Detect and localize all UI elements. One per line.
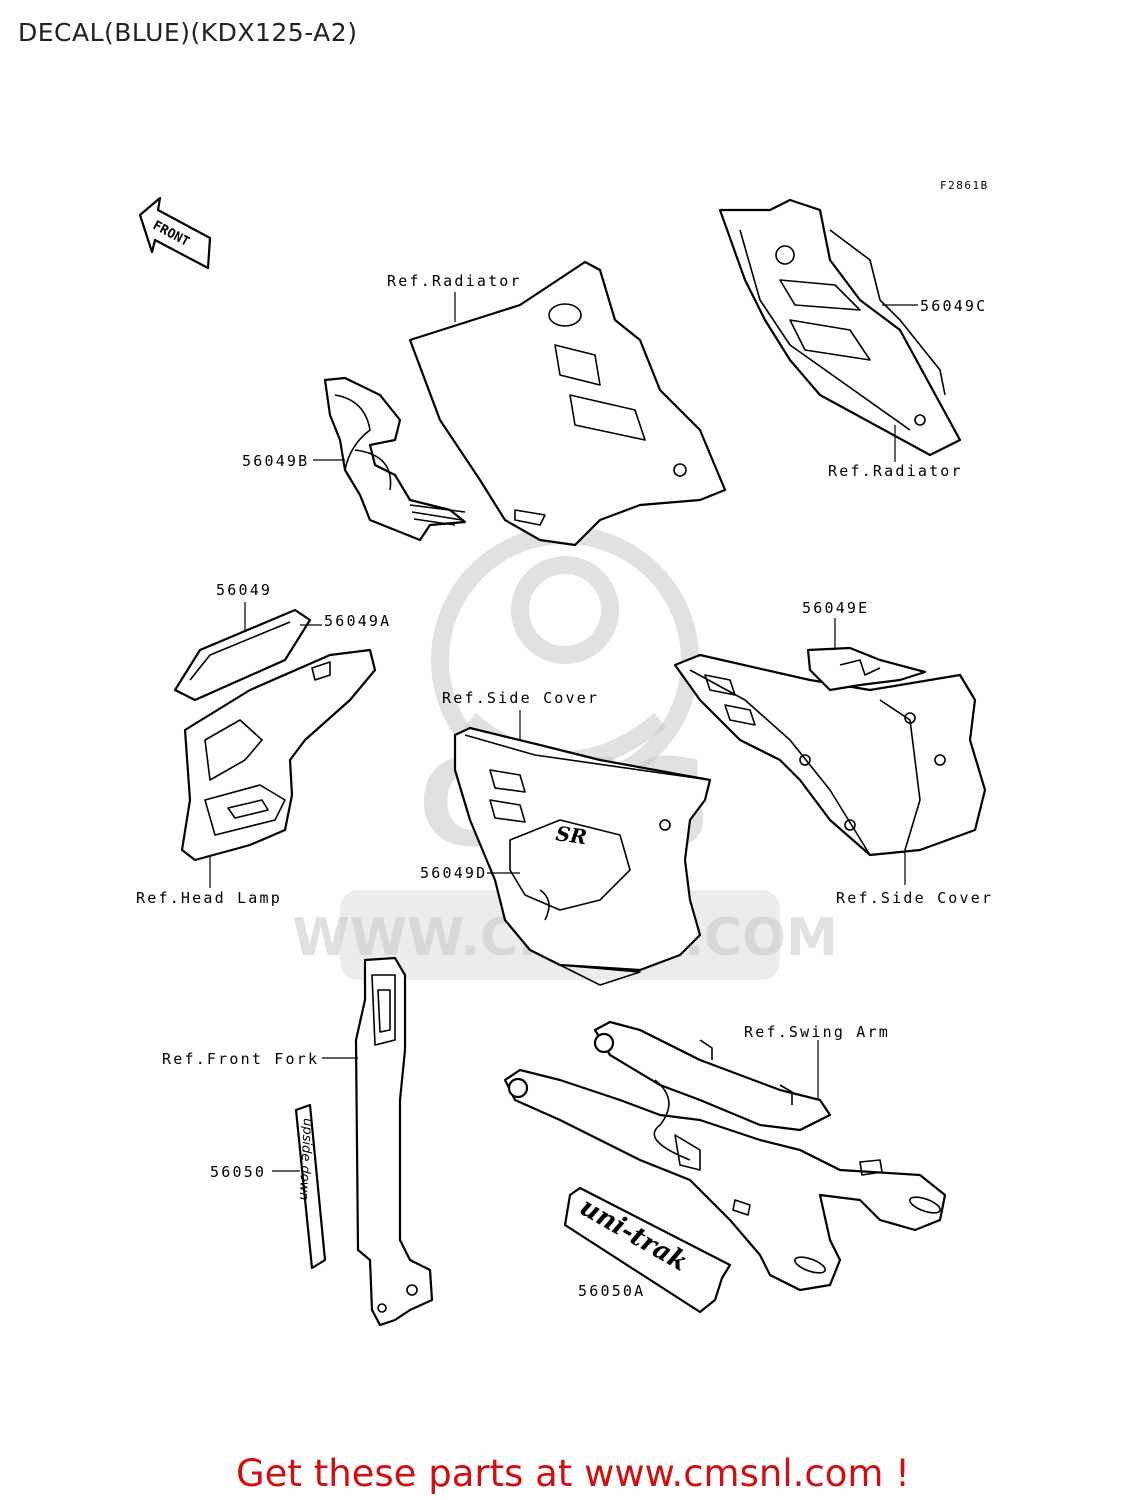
decal-sr-text: SR [554, 821, 588, 849]
label-ref-side-cover-right: Ref.Side Cover [836, 889, 993, 907]
label-ref-head-lamp: Ref.Head Lamp [136, 889, 282, 907]
decal-56049E [806, 646, 927, 692]
decal-56050A [563, 1186, 732, 1314]
label-56049E: 56049E [802, 599, 869, 617]
decal-56049 [173, 608, 312, 702]
swing-arm [503, 1020, 947, 1292]
label-ref-radiator-left: Ref.Radiator [387, 272, 522, 290]
label-ref-swing-arm: Ref.Swing Arm [744, 1023, 890, 1041]
label-ref-radiator-right: Ref.Radiator [828, 462, 963, 480]
label-ref-side-cover-center: Ref.Side Cover [442, 689, 599, 707]
decal-56050 [294, 1103, 327, 1270]
label-56050A: 56050A [578, 1282, 645, 1300]
side-cover-center [453, 726, 712, 986]
decal-56049B [323, 376, 467, 542]
front-arrow-icon: FRONT [138, 196, 212, 270]
label-ref-front-fork: Ref.Front Fork [162, 1050, 319, 1068]
side-cover-right [673, 653, 987, 857]
label-56049A: 56049A [324, 612, 391, 630]
label-56050: 56050 [210, 1163, 266, 1181]
label-56049B: 56049B [242, 452, 309, 470]
label-56049D: 56049D [420, 864, 487, 882]
radiator-shroud-left [408, 260, 727, 547]
radiator-shroud-right [718, 198, 962, 457]
figure-code: F2861B [940, 179, 989, 192]
decal-upside-down-text: upside down [296, 1118, 315, 1201]
label-56049C: 56049C [920, 297, 987, 315]
page-title: DECAL(BLUE)(KDX125-A2) [18, 18, 358, 47]
label-56049: 56049 [216, 581, 272, 599]
front-fork-guard [354, 956, 434, 1327]
head-lamp-cover [180, 648, 377, 862]
footer-link[interactable]: Get these parts at www.cmsnl.com ! [235, 1452, 910, 1495]
